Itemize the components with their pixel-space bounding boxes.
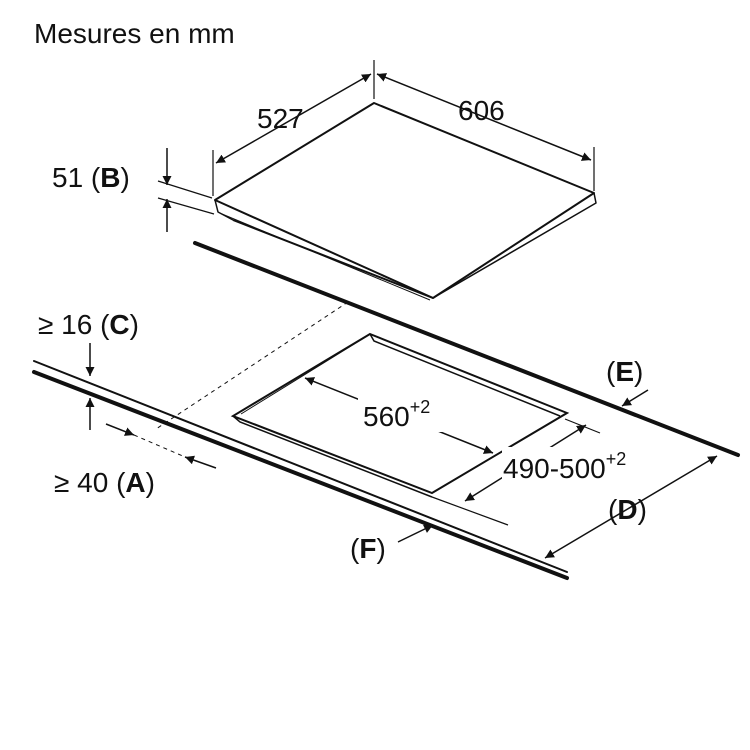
- cutout-outline: [230, 332, 570, 498]
- dimension-a: ≥ 40 (A): [54, 423, 217, 498]
- dimension-b-label: 51 (B): [52, 162, 130, 193]
- dimension-e: (E): [606, 356, 649, 407]
- dimension-c-label: ≥ 16 (C): [38, 309, 139, 340]
- hob-outline: [214, 102, 597, 301]
- dimension-527: 527: [215, 73, 372, 164]
- page-title: Mesures en mm: [34, 18, 235, 49]
- dimension-e-label: (E): [606, 356, 643, 387]
- dimension-c: ≥ 16 (C): [38, 309, 139, 430]
- worktop-outline: [32, 241, 740, 580]
- hob-extension-lines: [157, 60, 595, 215]
- dimension-560: 560+2: [304, 377, 494, 454]
- hidden-line: [155, 301, 349, 430]
- dimension-527-label: 527: [257, 103, 304, 134]
- dimension-d-label: (D): [608, 494, 647, 525]
- dimension-606: 606: [376, 73, 592, 161]
- dimension-b: 51 (B): [52, 148, 172, 232]
- dimension-560-label: 560+2: [363, 397, 430, 432]
- dimension-f: (F): [350, 524, 434, 564]
- dimension-606-label: 606: [458, 95, 505, 126]
- dimension-a-label: ≥ 40 (A): [54, 467, 155, 498]
- dimension-d: (D): [544, 455, 718, 559]
- dimension-f-label: (F): [350, 533, 386, 564]
